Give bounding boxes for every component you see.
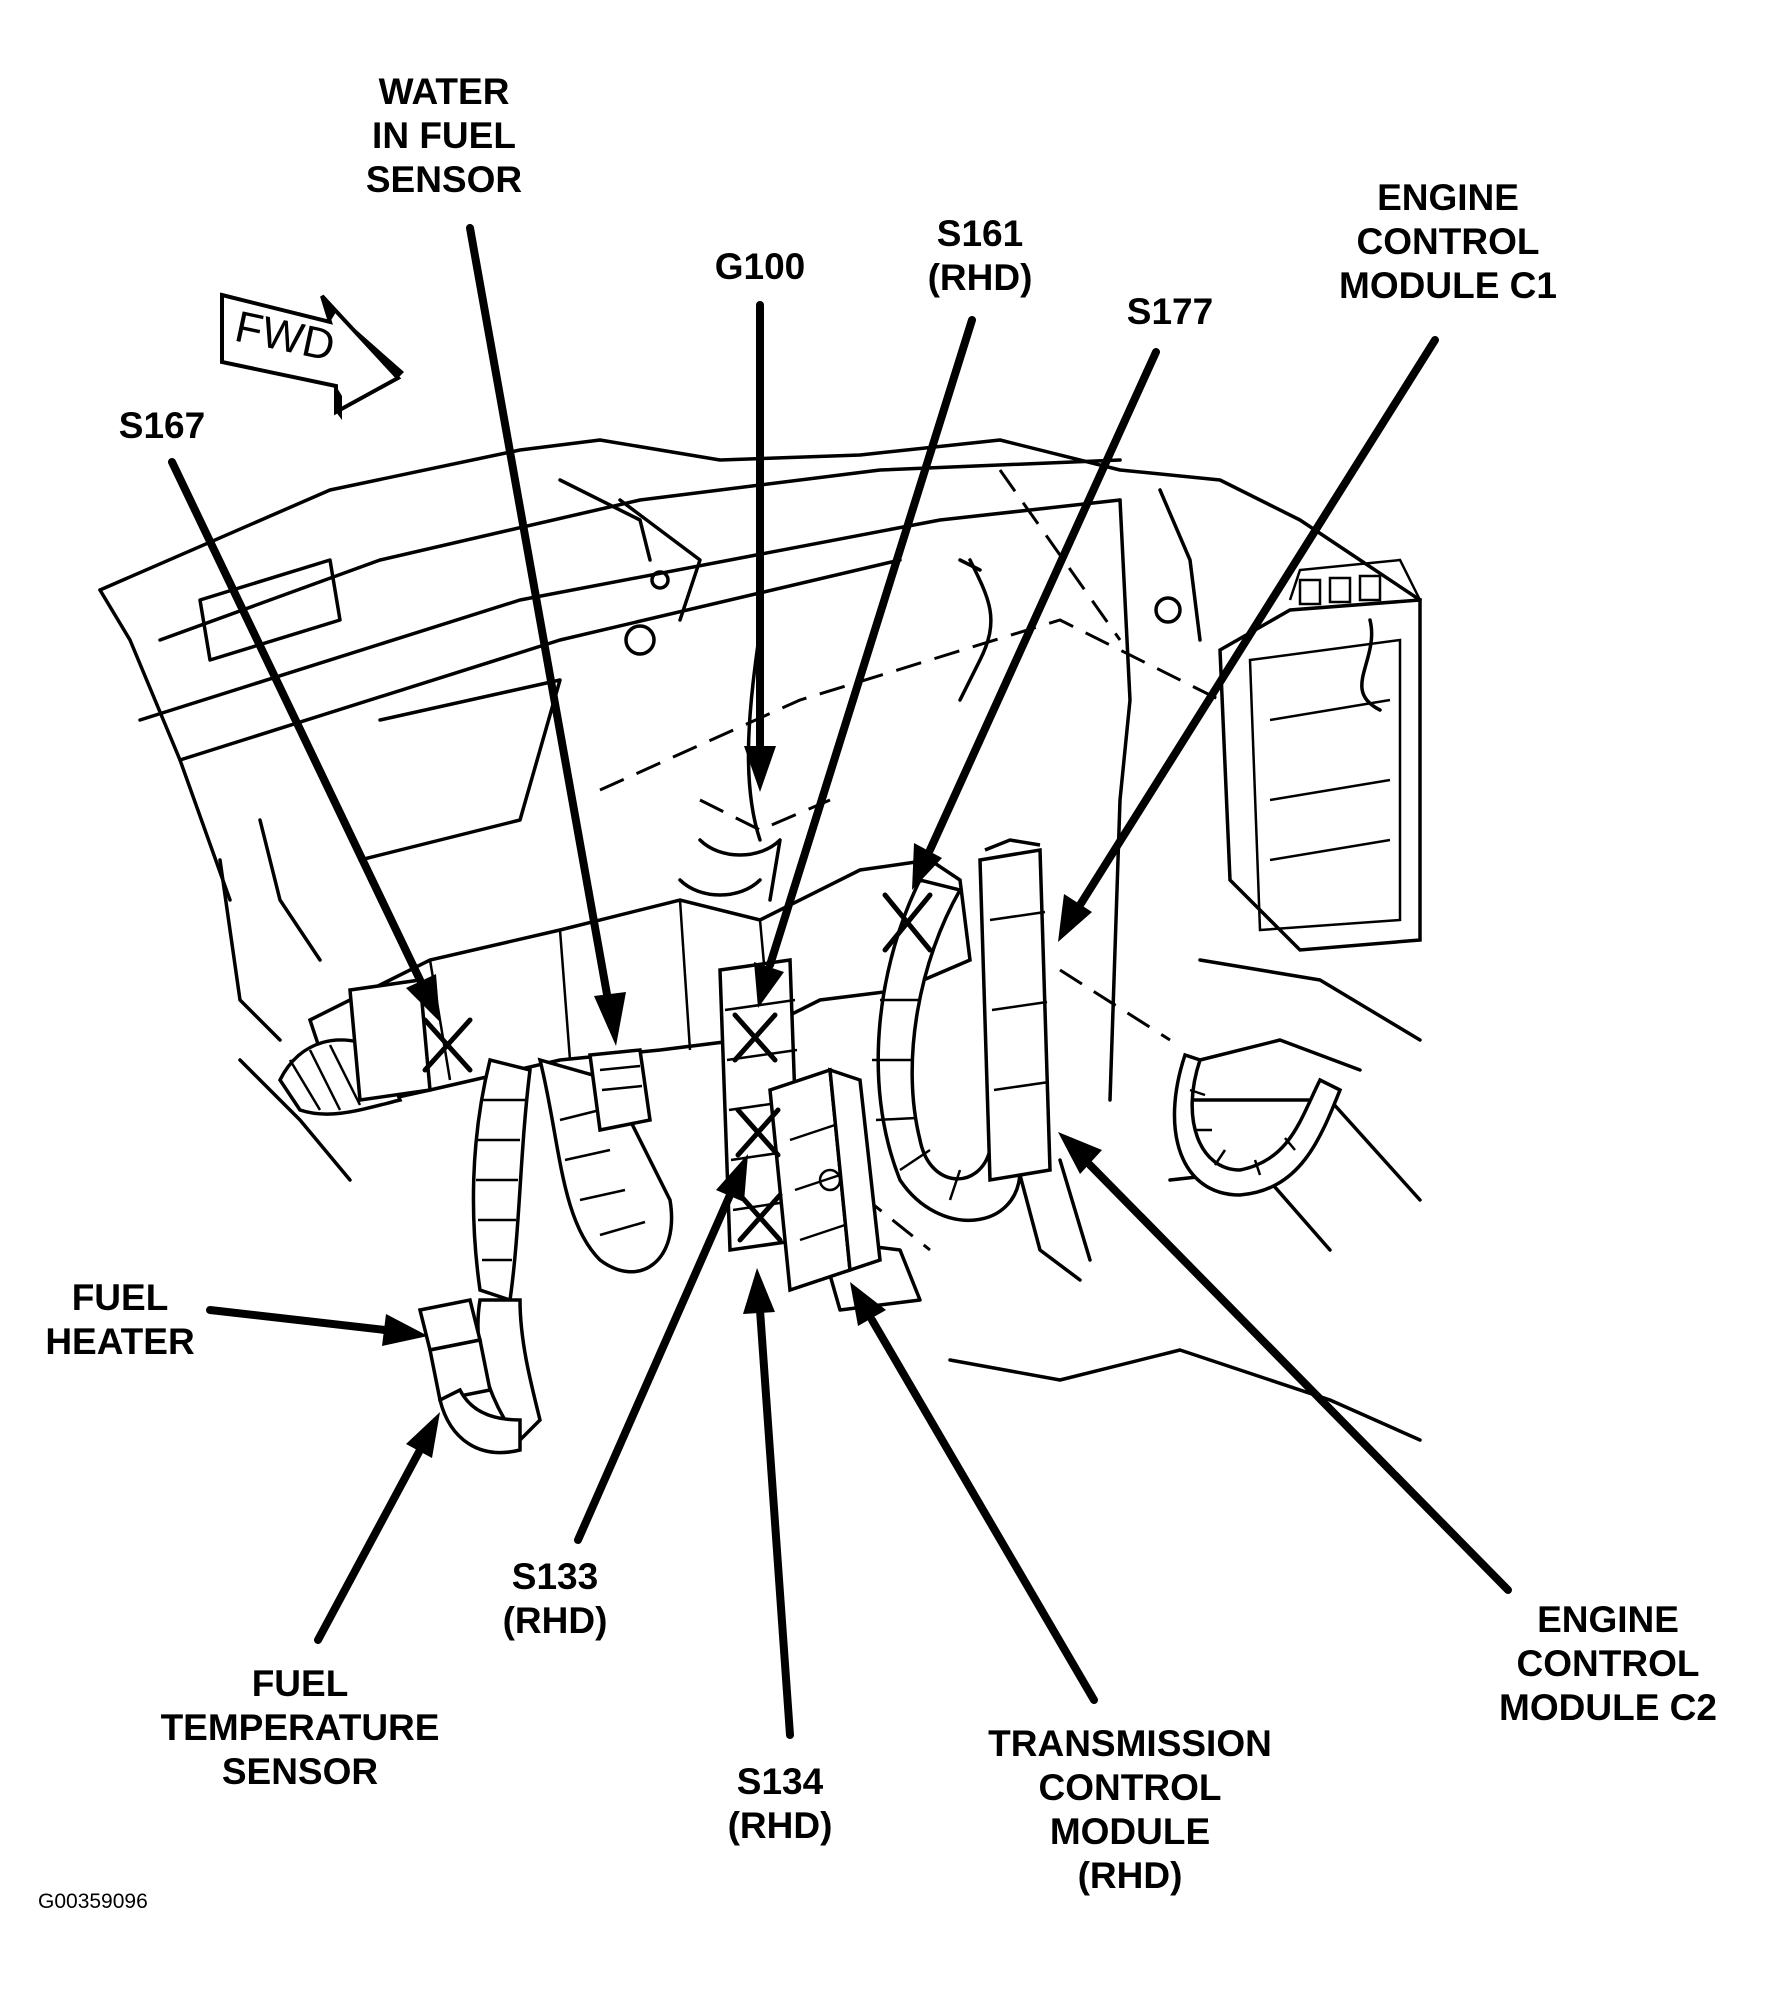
fwd-arrow-icon: FWD	[220, 292, 404, 420]
leader-tcm	[868, 1316, 1098, 1704]
vehicle-body-outline	[98, 438, 1422, 1442]
label-s177: S177	[1126, 291, 1214, 332]
leader-s134	[756, 1306, 794, 1739]
label-tcm: TRANSMISSION CONTROL MODULE (RHD)	[988, 1723, 1272, 1896]
leader-lines	[168, 224, 1512, 1739]
leader-ecm-c2	[1086, 1161, 1512, 1594]
label-s133: S133 (RHD)	[502, 1556, 608, 1641]
label-s161: S161 (RHD)	[927, 213, 1033, 298]
label-fuel-temperature-sensor: FUEL TEMPERATURE SENSOR	[160, 1663, 440, 1792]
leader-s133	[574, 1191, 734, 1544]
figure-id: G00359096	[38, 1890, 148, 1913]
engine-control-module	[1218, 558, 1422, 952]
leader-water-in-fuel-sensor	[466, 224, 612, 1004]
label-ecm-c1: ENGINE CONTROL MODULE C1	[1339, 177, 1557, 306]
leader-s167	[168, 458, 424, 984]
leader-s161	[766, 316, 976, 969]
splice-marks	[422, 892, 933, 1243]
label-ecm-c2: ENGINE CONTROL MODULE C2	[1499, 1599, 1717, 1728]
label-g100: G100	[714, 246, 806, 287]
label-water-in-fuel-sensor: WATER IN FUEL SENSOR	[365, 71, 523, 200]
leader-fuel-temperature-sensor	[314, 1446, 424, 1644]
wiring-harness	[277, 558, 1343, 1455]
label-s134: S134 (RHD)	[727, 1761, 833, 1846]
label-s167: S167	[118, 405, 206, 446]
label-fuel-heater: FUEL HEATER	[45, 1277, 195, 1362]
leader-ecm-c1	[1076, 336, 1439, 909]
leader-s177	[926, 348, 1160, 854]
leader-fuel-heater	[206, 1306, 389, 1334]
